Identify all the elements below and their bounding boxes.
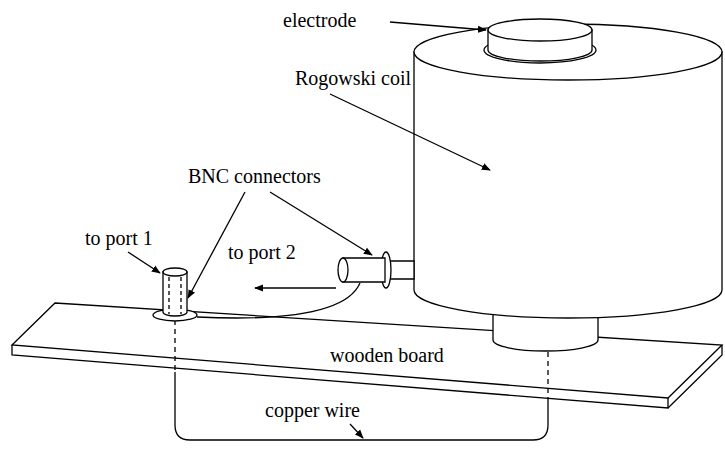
wire-hidden xyxy=(547,352,548,402)
leader-arrow xyxy=(350,424,363,438)
wire-hidden xyxy=(174,320,175,372)
bnc-end xyxy=(338,258,348,282)
copper-wire xyxy=(175,372,548,440)
bnc-body xyxy=(343,258,385,282)
signal-wire xyxy=(197,283,360,318)
label-text: Rogowski coil xyxy=(295,66,411,90)
bnc-pin xyxy=(168,277,169,314)
electrode-top xyxy=(488,19,592,41)
label-text: to port 1 xyxy=(85,226,153,250)
label-text: copper wire xyxy=(265,398,360,422)
bnc-top xyxy=(163,268,187,276)
coil-body xyxy=(414,52,722,318)
label-text: to port 2 xyxy=(228,240,296,264)
leader-arrow xyxy=(330,94,490,170)
bnc-pin xyxy=(180,277,181,314)
bnc-body xyxy=(163,272,187,316)
leader-arrow xyxy=(255,287,336,288)
leader-arrow xyxy=(390,22,486,30)
board-side xyxy=(668,345,722,408)
label-text: wooden board xyxy=(330,343,444,367)
bnc-stub xyxy=(388,261,414,279)
label-text: electrode xyxy=(283,8,356,32)
label-text: BNC connectors xyxy=(188,164,321,188)
leader-arrow xyxy=(128,252,160,273)
